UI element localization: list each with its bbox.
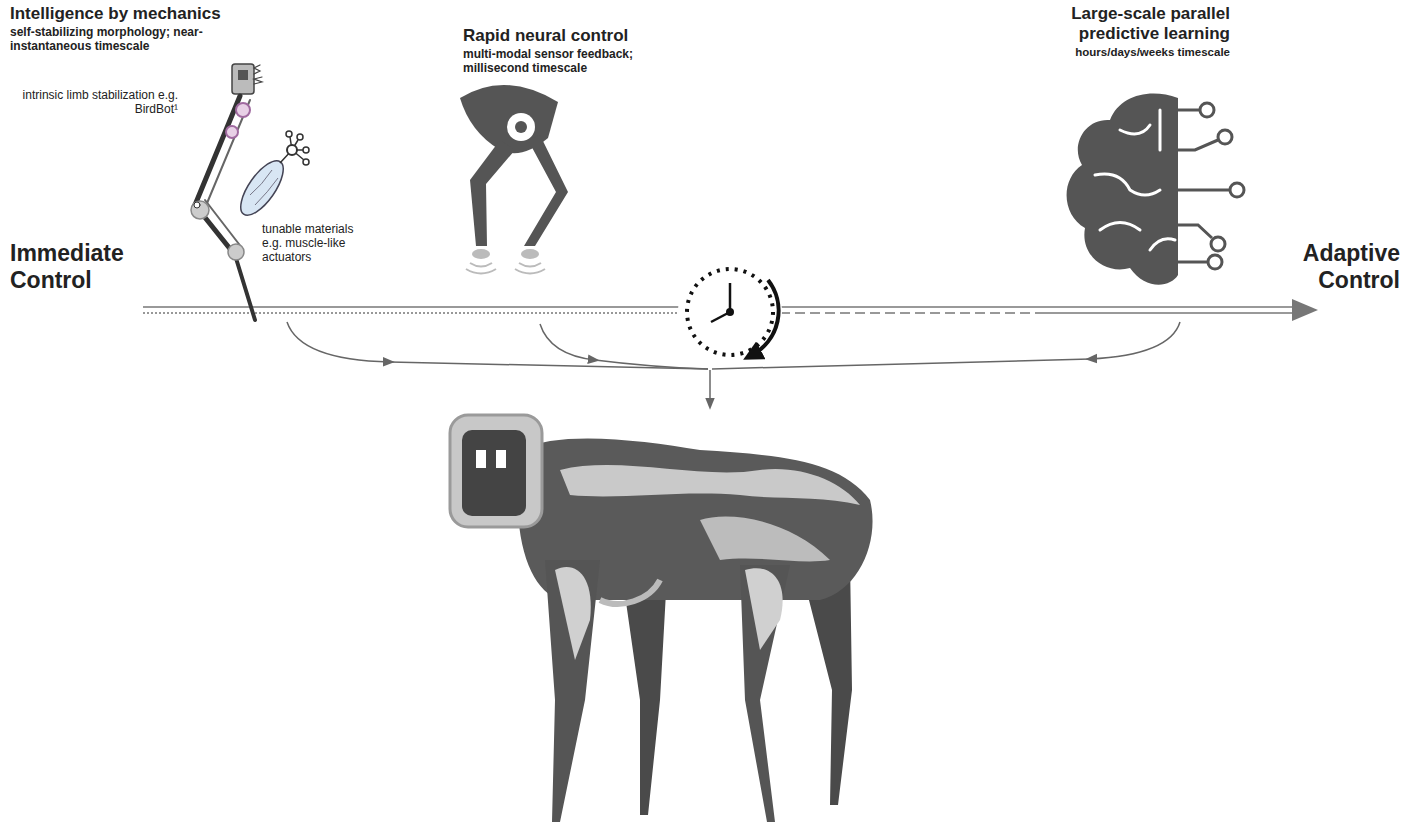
robot-dog [450,415,873,822]
axis-end-label: Adaptive Control [1275,240,1400,294]
brain-icon [1067,94,1244,285]
sensor-leg [460,85,568,274]
section-subtitle: multi-modal sensor feedback; millisecond… [463,47,658,75]
section-subtitle: hours/days/weeks timescale [1020,46,1230,60]
section-heading: Large-scale parallel predictive learning [1040,4,1230,44]
muscle-actuator [233,131,309,222]
section-heading: Rapid neural control [463,26,723,46]
section-heading: Intelligence by mechanics [10,4,330,24]
section-subtitle: self-stabilizing morphology; near-instan… [10,25,205,53]
axis-end-label: Immediate Control [10,240,145,294]
callout-label: intrinsic limb stabilization e.g. BirdBo… [14,88,178,116]
clock-icon [678,260,782,364]
callout-label: tunable materials e.g. muscle-like actua… [262,222,362,264]
